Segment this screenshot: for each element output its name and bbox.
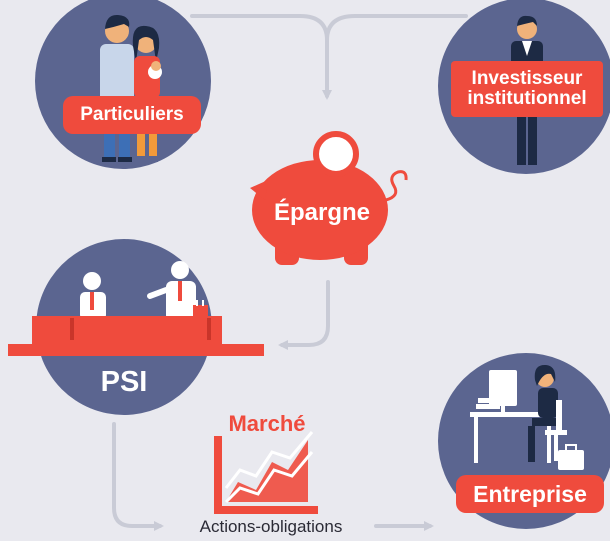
rising-chart-icon bbox=[214, 431, 318, 514]
office-worker-illustration bbox=[470, 364, 584, 470]
psi-node bbox=[8, 239, 264, 415]
actions-obligations-label: Actions-obligations bbox=[199, 517, 343, 537]
marche-node bbox=[214, 431, 318, 514]
epargne-piggy-bank bbox=[250, 131, 408, 265]
arrow-from-investisseur bbox=[325, 14, 468, 42]
investisseur-label-line2: institutionnel bbox=[467, 88, 587, 109]
particuliers-node bbox=[35, 0, 211, 169]
arrow-epargne-to-psi bbox=[278, 280, 330, 350]
psi-label: PSI bbox=[100, 365, 148, 398]
arrow-from-particuliers bbox=[190, 14, 332, 100]
arrow-psi-to-actions bbox=[112, 422, 164, 531]
coin-icon bbox=[313, 131, 359, 177]
marche-label: Marché bbox=[228, 411, 306, 437]
entreprise-label: Entreprise bbox=[456, 475, 604, 513]
epargne-label: Épargne bbox=[273, 199, 371, 227]
desk-illustration bbox=[8, 316, 264, 356]
flow-arrows bbox=[112, 14, 468, 531]
advisors-illustration bbox=[80, 261, 208, 321]
investisseur-label: Investisseur institutionnel bbox=[451, 61, 603, 117]
particuliers-label: Particuliers bbox=[63, 96, 201, 134]
investisseur-label-line1: Investisseur bbox=[471, 68, 583, 90]
